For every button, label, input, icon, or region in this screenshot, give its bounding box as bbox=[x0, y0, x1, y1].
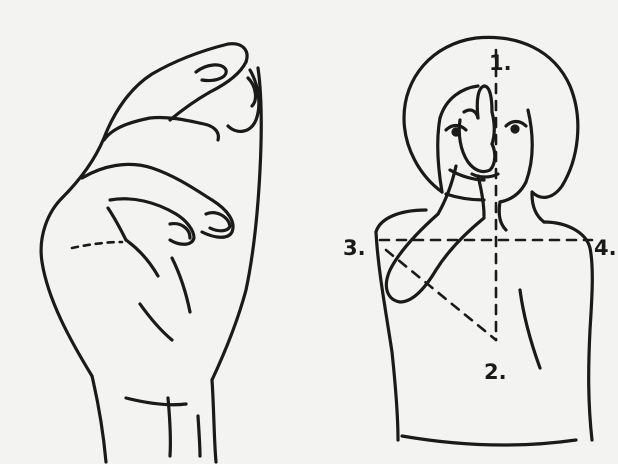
pinched-hand-drawing bbox=[41, 44, 261, 462]
point-label-2: 2. bbox=[484, 362, 507, 383]
point-label-4: 4. bbox=[594, 238, 617, 259]
point-label-3: 3. bbox=[343, 238, 366, 259]
point-label-1: 1. bbox=[489, 53, 512, 74]
